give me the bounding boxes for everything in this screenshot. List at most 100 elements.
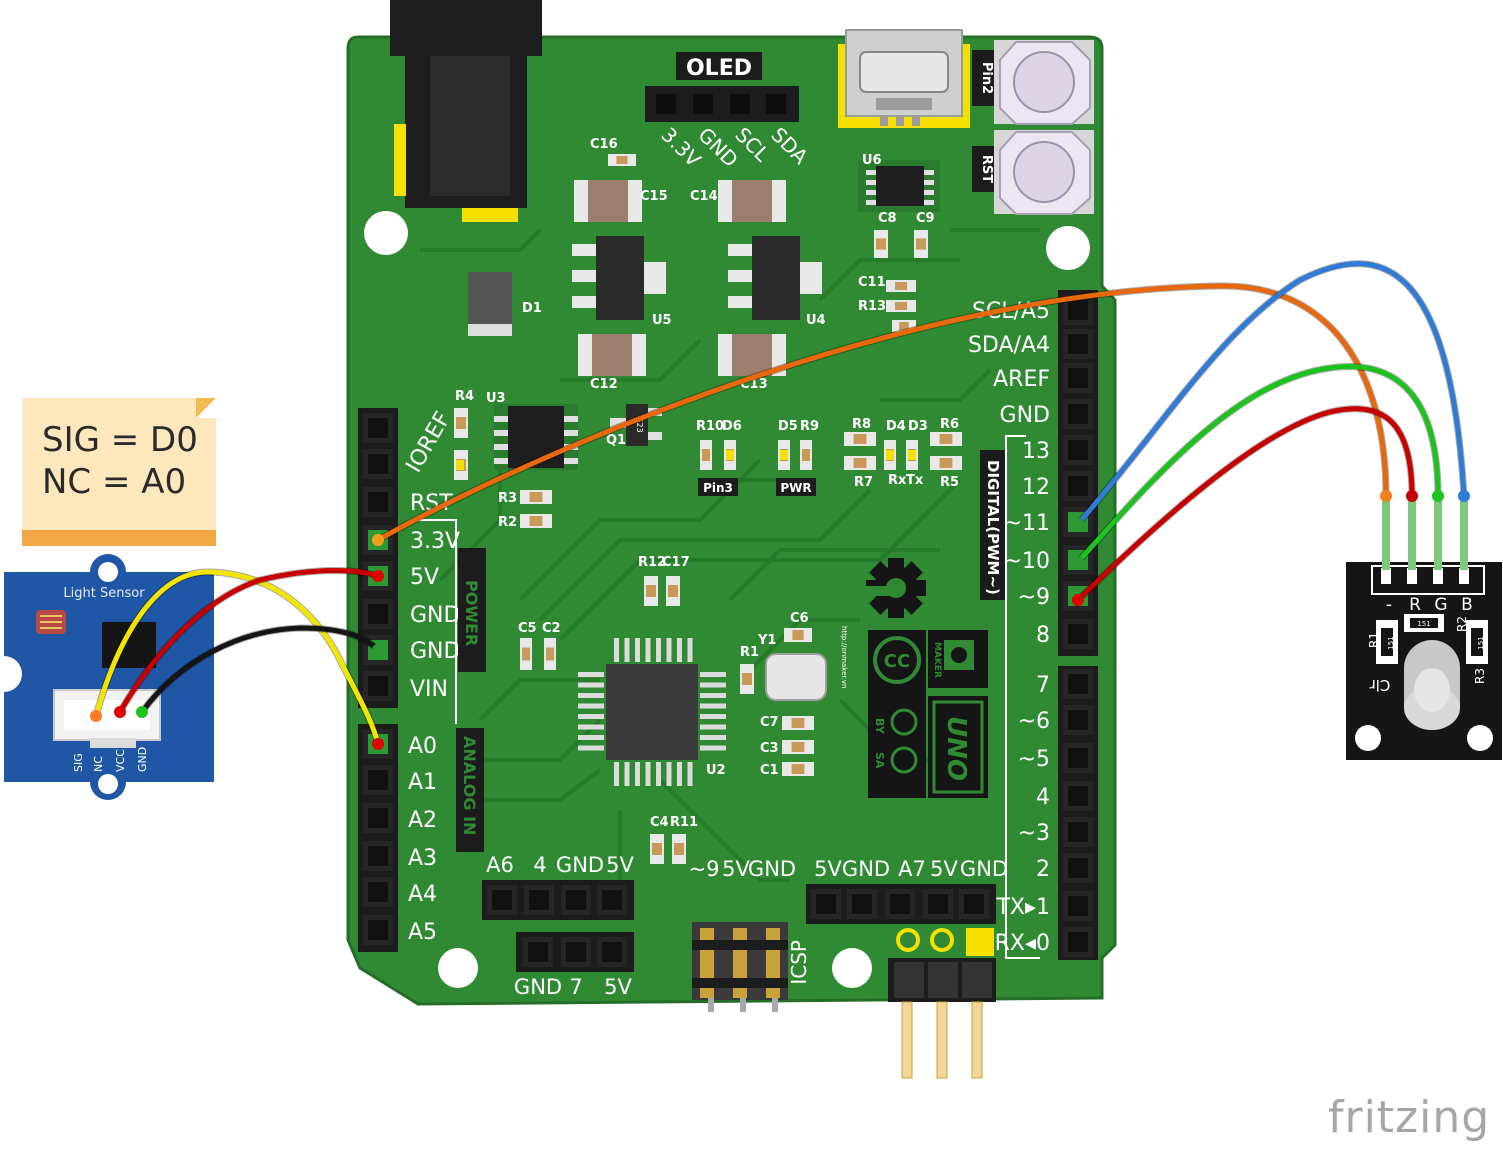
passive-part bbox=[520, 638, 532, 670]
bottom-pin-label: GND bbox=[842, 857, 890, 881]
passive-part bbox=[914, 230, 928, 258]
digital-pin-label: 13 bbox=[1022, 439, 1050, 464]
diode-d1 bbox=[468, 272, 512, 336]
pin2-label: Pin2 bbox=[979, 62, 994, 94]
icsp-header: ICSP bbox=[692, 922, 811, 1012]
bottom-pin-socket[interactable] bbox=[487, 885, 517, 915]
digital-pin-label: 12 bbox=[1022, 475, 1050, 500]
digital-pin-socket[interactable] bbox=[1063, 705, 1093, 735]
wire-endpoint[interactable] bbox=[372, 644, 384, 656]
mount-hole bbox=[1046, 226, 1090, 270]
oled-pin-socket[interactable] bbox=[693, 94, 713, 114]
passive-part bbox=[784, 628, 812, 642]
bottom-pin-socket[interactable] bbox=[523, 937, 553, 967]
component-label: U5 bbox=[652, 313, 672, 328]
oled-pin-socket[interactable] bbox=[656, 94, 676, 114]
digital-pin-socket[interactable] bbox=[1063, 817, 1093, 847]
reset-button[interactable]: RST bbox=[972, 130, 1094, 215]
bottom-pin-socket[interactable] bbox=[959, 889, 989, 919]
wire-endpoint[interactable] bbox=[1072, 518, 1084, 530]
rgb-pin-label: G bbox=[1434, 595, 1447, 615]
digital-pin-socket[interactable] bbox=[1063, 927, 1093, 957]
bottom-pin-label: 4 bbox=[533, 853, 546, 877]
oled-pin-socket[interactable] bbox=[730, 94, 750, 114]
sensor-pin-label: VCC bbox=[114, 749, 127, 772]
oled-pin-socket[interactable] bbox=[766, 94, 786, 114]
led bbox=[780, 450, 788, 460]
digital-pin-socket[interactable] bbox=[1063, 619, 1093, 649]
power-pin-socket[interactable] bbox=[363, 449, 393, 479]
wire-endpoint[interactable] bbox=[90, 710, 102, 722]
analog-pin-socket[interactable] bbox=[363, 803, 393, 833]
wire-endpoint[interactable] bbox=[1406, 490, 1418, 502]
sa-text: SA bbox=[873, 752, 886, 769]
wire-endpoint[interactable] bbox=[1458, 490, 1470, 502]
digital-pin-socket[interactable] bbox=[1063, 363, 1093, 393]
bottom-pin-socket[interactable] bbox=[597, 937, 627, 967]
digital-pin-socket[interactable] bbox=[1063, 399, 1093, 429]
digital-pin-socket[interactable] bbox=[1063, 471, 1093, 501]
digital-pin-socket[interactable] bbox=[1063, 743, 1093, 773]
bottom-pin-socket[interactable] bbox=[561, 885, 591, 915]
component-label: C2 bbox=[542, 621, 561, 636]
bottom-pin-label: 5V bbox=[606, 853, 634, 877]
component-label: U6 bbox=[862, 153, 882, 168]
bottom-pin-socket[interactable] bbox=[561, 937, 591, 967]
passive-part bbox=[886, 280, 916, 292]
wire-endpoint[interactable] bbox=[1072, 556, 1084, 568]
bottom-pin-socket[interactable] bbox=[811, 889, 841, 919]
component-label: R5 bbox=[940, 475, 959, 490]
bottom-pin-socket[interactable] bbox=[885, 889, 915, 919]
passive-part bbox=[666, 576, 680, 606]
digital-pin-label: ~3 bbox=[1018, 821, 1050, 846]
analog-pin-socket[interactable] bbox=[363, 765, 393, 795]
bottom-mid-label: GND bbox=[748, 857, 796, 881]
wire-endpoint[interactable] bbox=[136, 706, 148, 718]
power-pin-socket[interactable] bbox=[363, 671, 393, 701]
digital-pin-label: 4 bbox=[1036, 785, 1050, 810]
component-label: C9 bbox=[916, 211, 935, 226]
bottom-pin-socket[interactable] bbox=[524, 885, 554, 915]
power-pin-socket[interactable] bbox=[363, 413, 393, 443]
rgb-pin-label: - bbox=[1386, 595, 1392, 615]
rgb-pin-label: B bbox=[1461, 595, 1473, 615]
wire-endpoint[interactable] bbox=[372, 534, 384, 546]
wire-endpoint[interactable] bbox=[372, 570, 384, 582]
digital-pin-socket[interactable] bbox=[1063, 329, 1093, 359]
wire-endpoint[interactable] bbox=[114, 706, 126, 718]
component-label: C7 bbox=[760, 715, 779, 730]
bottom-pin-label: 5V bbox=[814, 857, 842, 881]
digital-pin-socket[interactable] bbox=[1063, 891, 1093, 921]
power-pin-socket[interactable] bbox=[363, 599, 393, 629]
digital-pin-socket[interactable] bbox=[1063, 853, 1093, 883]
analog-pin-socket[interactable] bbox=[363, 841, 393, 871]
power-pin-socket[interactable] bbox=[363, 487, 393, 517]
wire-endpoint[interactable] bbox=[372, 738, 384, 750]
maker-text: MAKER bbox=[932, 642, 942, 678]
component-label: C6 bbox=[790, 611, 809, 626]
crystal-y1 bbox=[765, 653, 827, 701]
bottom-pin-socket[interactable] bbox=[597, 885, 627, 915]
analog-pin-socket[interactable] bbox=[363, 915, 393, 945]
bottom-pin-socket[interactable] bbox=[847, 889, 877, 919]
q1-marking: S23 bbox=[635, 417, 644, 432]
wire-3v3-to-minus bbox=[375, 283, 1389, 543]
passive-part bbox=[700, 440, 712, 470]
component-label: C4 bbox=[650, 815, 669, 830]
digital-pin-socket[interactable] bbox=[1063, 435, 1093, 465]
digital-header: SCL/A5SDA/A4AREFGND1312~11~10~987~6~54~3… bbox=[968, 290, 1098, 960]
wire-endpoint[interactable] bbox=[1072, 594, 1084, 606]
wire-endpoint[interactable] bbox=[1380, 490, 1392, 502]
analog-pin-label: A5 bbox=[408, 920, 437, 945]
digital-pin-socket[interactable] bbox=[1063, 669, 1093, 699]
power-pin-label: VIN bbox=[410, 677, 448, 702]
bottom-pin-label: GND bbox=[514, 975, 562, 999]
analog-pin-socket[interactable] bbox=[363, 877, 393, 907]
bottom-pin-socket[interactable] bbox=[923, 889, 953, 919]
pin2-button[interactable]: Pin2 bbox=[972, 40, 1094, 125]
wire-endpoint[interactable] bbox=[1432, 490, 1444, 502]
component-label: R7 bbox=[854, 475, 873, 490]
digital-pin-socket[interactable] bbox=[1063, 781, 1093, 811]
analog-pin-label: A1 bbox=[408, 770, 437, 795]
r1-label: R1 bbox=[1367, 632, 1381, 648]
